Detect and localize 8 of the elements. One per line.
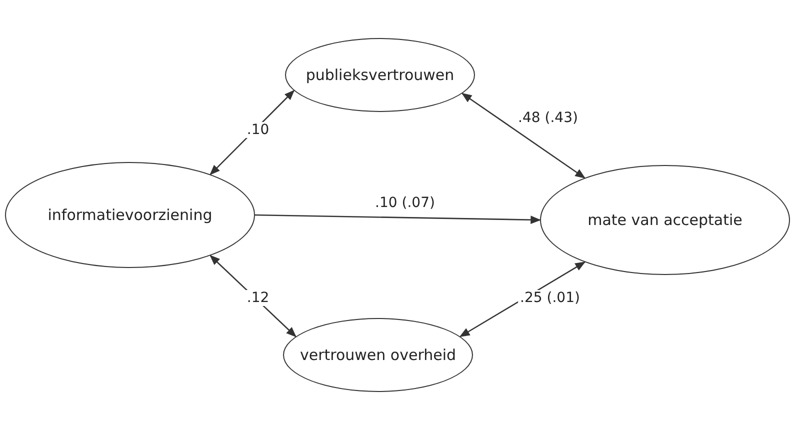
node-label: publieksvertrouwen — [306, 66, 454, 84]
arrow — [254, 214, 542, 224]
node-label: vertrouwen overheid — [300, 346, 456, 364]
node-label: informatievoorziening — [48, 206, 212, 224]
arrow — [461, 92, 586, 178]
edge-label: .25 (.01) — [518, 290, 582, 306]
node-label: mate van acceptatie — [588, 211, 742, 229]
edge-label: .10 — [244, 122, 272, 138]
